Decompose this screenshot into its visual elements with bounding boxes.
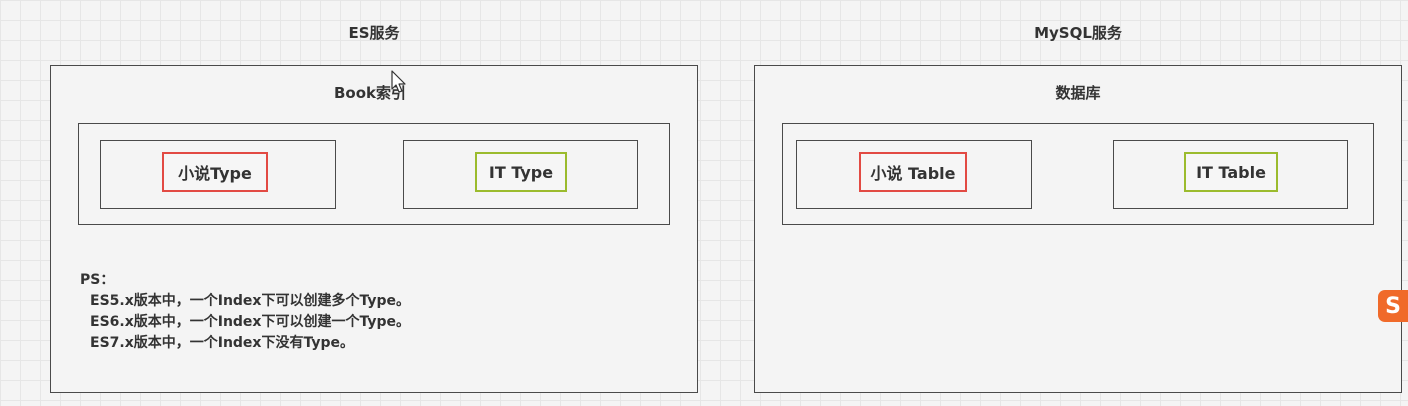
note-line: ES6.x版本中，一个Index下可以创建一个Type。 [90,314,410,330]
it-type-label: IT Type [475,152,567,192]
es-service-title: ES服务 [348,24,400,42]
sogou-input-icon[interactable]: S [1378,290,1408,322]
notes-title: PS： [80,272,115,288]
novel-type-label: 小说Type [162,152,268,192]
novel-table-label: 小说 Table [859,152,967,192]
mouse-cursor-icon [391,70,406,93]
note-line: ES7.x版本中，一个Index下没有Type。 [90,335,354,351]
note-line: ES5.x版本中，一个Index下可以创建多个Type。 [90,293,410,309]
database-title: 数据库 [1055,84,1101,102]
es-service-frame [50,65,698,393]
mysql-service-title: MySQL服务 [1034,24,1122,42]
it-table-label: IT Table [1184,152,1278,192]
mysql-service-frame [754,65,1402,393]
book-index-title: Book索引 [333,84,407,102]
